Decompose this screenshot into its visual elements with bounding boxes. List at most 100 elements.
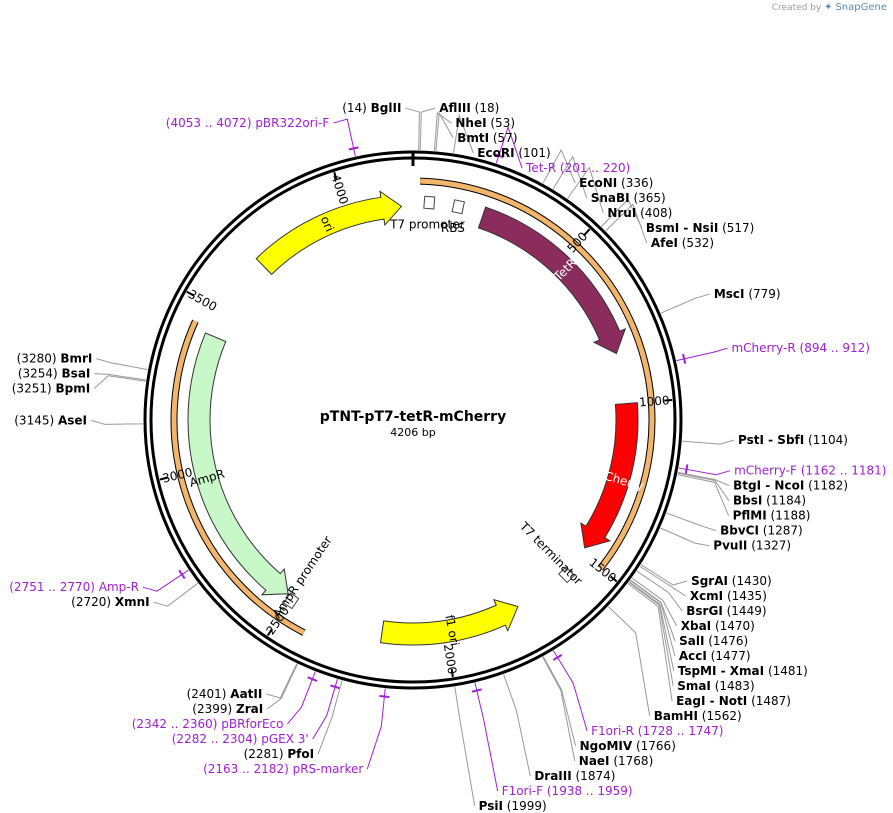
feature-arrow-ampr <box>187 332 289 596</box>
site-name: SmaI <box>677 679 711 693</box>
leader-line <box>678 467 731 476</box>
leader-line <box>627 583 673 702</box>
leader-line <box>495 125 523 169</box>
primer-marker <box>493 153 504 159</box>
primer-marker <box>684 464 689 475</box>
site-label: NaeI (1768) <box>579 754 653 768</box>
position-label: (1287) <box>759 524 803 538</box>
site-label: BtgI - NcoI (1182) <box>733 479 848 493</box>
primer-marker <box>348 146 359 151</box>
primer-label: mCherry-R (894 .. 912) <box>731 341 870 355</box>
site-label: NruI (408) <box>607 206 672 220</box>
site-label: EagI - NotI (1487) <box>676 694 791 708</box>
primer-marker <box>307 676 318 682</box>
site-label: XbaI (1470) <box>681 619 755 633</box>
site-name: XbaI <box>681 619 711 633</box>
small-feature-marker <box>423 195 436 210</box>
position-label: (1999) <box>503 799 547 813</box>
feature-arrow-ori <box>255 190 403 276</box>
site-label: BsmI - NsiI (517) <box>646 221 754 235</box>
leader-line <box>542 656 576 762</box>
tick-label: 1000 <box>639 393 671 409</box>
primer-name: pGEX 3' <box>261 732 308 746</box>
leader-line <box>474 682 499 792</box>
leader-line <box>636 570 683 612</box>
primer-name: mCherry-F <box>734 464 797 478</box>
feature-arrow-f1-ori <box>379 598 519 646</box>
site-name: PfoI <box>287 747 314 761</box>
position-label: (2342 .. 2360) <box>132 717 222 731</box>
position-label: (2399) <box>192 702 236 716</box>
tick-mark <box>583 228 591 236</box>
site-name: NgoMIV <box>580 739 633 753</box>
position-label: (2751 .. 2770) <box>9 580 99 594</box>
site-label: (2281) PfoI <box>244 747 314 761</box>
feature-label: f1 ori <box>442 614 461 647</box>
site-name: SalI <box>679 634 704 648</box>
small-feature-label: T7 terminator <box>516 519 585 588</box>
position-label: (1162 .. 1181) <box>797 464 887 478</box>
leader-line <box>552 155 588 199</box>
position-label: (408) <box>636 206 672 220</box>
position-label: (3254) <box>18 367 62 381</box>
site-name: AseI <box>58 413 87 427</box>
site-label: SnaBI (365) <box>591 191 666 205</box>
primer-label: (2342 .. 2360) pBRforEco <box>132 717 284 731</box>
site-label: BbvCI (1287) <box>720 524 803 538</box>
site-label: MscI (779) <box>714 287 781 301</box>
site-name: MscI <box>714 287 745 301</box>
primer-marker <box>471 688 482 693</box>
primer-name: mCherry-R <box>731 341 795 355</box>
tick-label: 3000 <box>161 465 194 486</box>
site-name: EcoNI <box>579 176 617 190</box>
position-label: (1938 .. 1959) <box>543 784 633 798</box>
leader-line <box>90 419 144 425</box>
position-label: (1104) <box>804 433 848 447</box>
position-label: (894 .. 912) <box>796 341 870 355</box>
leader-line <box>607 606 651 717</box>
leader-line <box>601 198 643 229</box>
leader-line <box>317 680 343 755</box>
position-label: (1182) <box>804 479 848 493</box>
tick-label: 2000 <box>441 643 460 675</box>
position-label: (1449) <box>723 604 767 618</box>
leader-line <box>552 650 588 732</box>
position-label: (1766) <box>632 739 676 753</box>
tick-label: 3500 <box>186 287 219 314</box>
leader-line <box>454 686 476 807</box>
brand-name: SnapGene <box>835 2 887 13</box>
site-name: BbvCI <box>720 524 759 538</box>
site-label: BamHI (1562) <box>654 709 742 723</box>
site-name: TspMI - XmaI <box>678 664 764 678</box>
small-feature-label: RBS <box>441 221 465 235</box>
primer-bars-layer <box>170 177 656 636</box>
position-label: (517) <box>718 221 754 235</box>
primer-marker <box>178 569 186 580</box>
position-label: (779) <box>745 287 781 301</box>
site-name: BtgI - NcoI <box>733 479 804 493</box>
site-label: (2399) ZraI <box>192 702 263 716</box>
leader-line <box>605 203 648 244</box>
site-label: SmaI (1483) <box>677 679 754 693</box>
site-label: TspMI - XmaI (1481) <box>678 664 808 678</box>
position-label: (1184) <box>762 494 806 508</box>
site-label: BbsI (1184) <box>733 494 806 508</box>
leader-line <box>266 663 298 710</box>
leader-line <box>676 347 728 362</box>
site-name: XmnI <box>115 595 150 609</box>
primer-name: F1ori-R <box>591 724 634 738</box>
position-label: (1476) <box>704 634 748 648</box>
plasmid-name: pTNT-pT7-tetR-mCherry <box>320 409 506 425</box>
primer-name: pRS-marker <box>293 762 364 776</box>
site-label: NheI (53) <box>455 116 515 130</box>
site-name: PstI - SbfI <box>738 433 804 447</box>
position-label: (336) <box>617 176 653 190</box>
position-label: (1562) <box>698 709 742 723</box>
leader-line <box>660 293 710 314</box>
leader-line <box>419 107 436 151</box>
primer-label: Tet-R (201 .. 220) <box>525 161 630 175</box>
tick-label: 4000 <box>328 173 351 206</box>
primer-name: F1ori-F <box>502 784 543 798</box>
position-label: (201 .. 220) <box>556 161 630 175</box>
leader-line <box>94 373 147 381</box>
